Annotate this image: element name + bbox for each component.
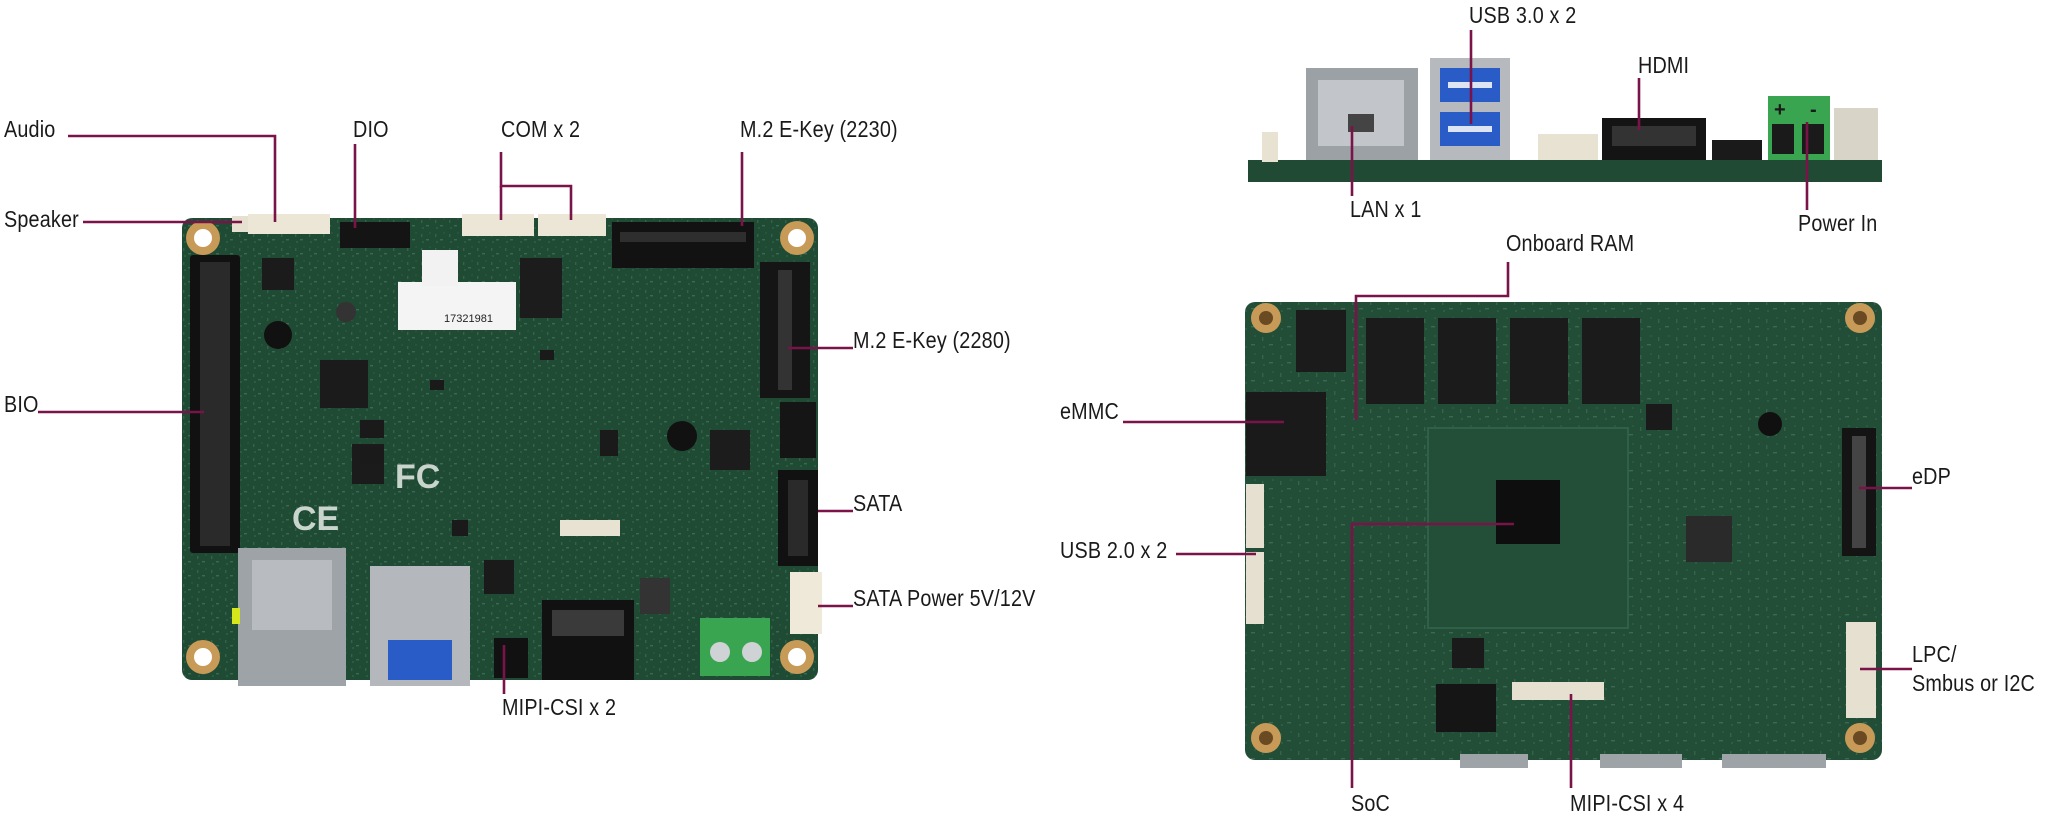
com-header-2 [538,214,606,236]
dio-header [340,222,410,248]
ce-mark-icon: CE [292,500,339,538]
label-usb20: USB 2.0 x 2 [1060,537,1168,563]
label-speaker: Speaker [4,206,79,232]
chip [320,360,368,408]
label-emmc: eMMC [1060,398,1119,424]
chip [1646,404,1672,430]
sata-power-connector [790,572,822,634]
label-hdmi: HDMI [1638,52,1690,78]
fcc-mark-icon: FC [395,458,440,496]
label-onboard-ram: Onboard RAM [1506,230,1635,256]
label-mipi-back: MIPI-CSI x 4 [1570,790,1685,816]
usb20-header-1 [1246,484,1264,548]
back-board [1245,302,1882,768]
leader-onboard-ram [1354,262,1510,420]
label-lpc: LPC/ Smbus or I2C [1912,641,2035,696]
plus-mark: + [1774,99,1786,121]
com-header-1 [462,214,534,236]
label-power-in: Power In [1798,210,1878,236]
label-usb30: USB 3.0 x 2 [1469,2,1577,28]
leader-com [499,152,573,220]
mounting-hole-icon [186,221,814,674]
chip [520,258,562,318]
leader-audio [68,134,277,222]
passive-components [360,350,670,614]
serial-text: 17321981 [444,313,493,325]
mounting-hole-icon [1251,303,1875,753]
label-mipi-front: MIPI-CSI x 2 [502,694,617,720]
mipi-connector-front [494,638,528,678]
label-sata: SATA [853,490,903,516]
chip [710,430,750,470]
speaker-header [248,214,330,234]
label-audio: Audio [4,116,56,142]
soc-die [1496,480,1560,544]
chip [1452,638,1484,668]
emmc-chip [1246,392,1326,476]
label-edp: eDP [1912,463,1951,489]
m2-2230-slot [612,222,754,268]
leader-lines [38,30,1912,788]
side-view-board: + - [1248,58,1882,182]
onboard-ram-chips [1296,310,1640,404]
label-bio: BIO [4,391,39,417]
minus-mark: - [1810,99,1817,121]
label-sata-power: SATA Power 5V/12V [853,585,1036,611]
label-m2-2230: M.2 E-Key (2230) [740,116,898,142]
label-dio: DIO [353,116,389,142]
side-view-pcb [1248,160,1882,182]
leader-soc [1350,522,1514,788]
label-lan: LAN x 1 [1350,196,1422,222]
chip [262,258,294,290]
mipi-connector-back [1512,682,1604,700]
label-com: COM x 2 [501,116,581,142]
chip [1436,684,1496,732]
chip [1686,516,1732,562]
label-m2-2280: M.2 E-Key (2280) [853,327,1011,353]
label-soc: SoC [1351,790,1390,816]
front-board: 17321981 FC CE [182,214,822,686]
serial-sticker [398,282,516,330]
usb20-header-2 [1246,552,1264,624]
